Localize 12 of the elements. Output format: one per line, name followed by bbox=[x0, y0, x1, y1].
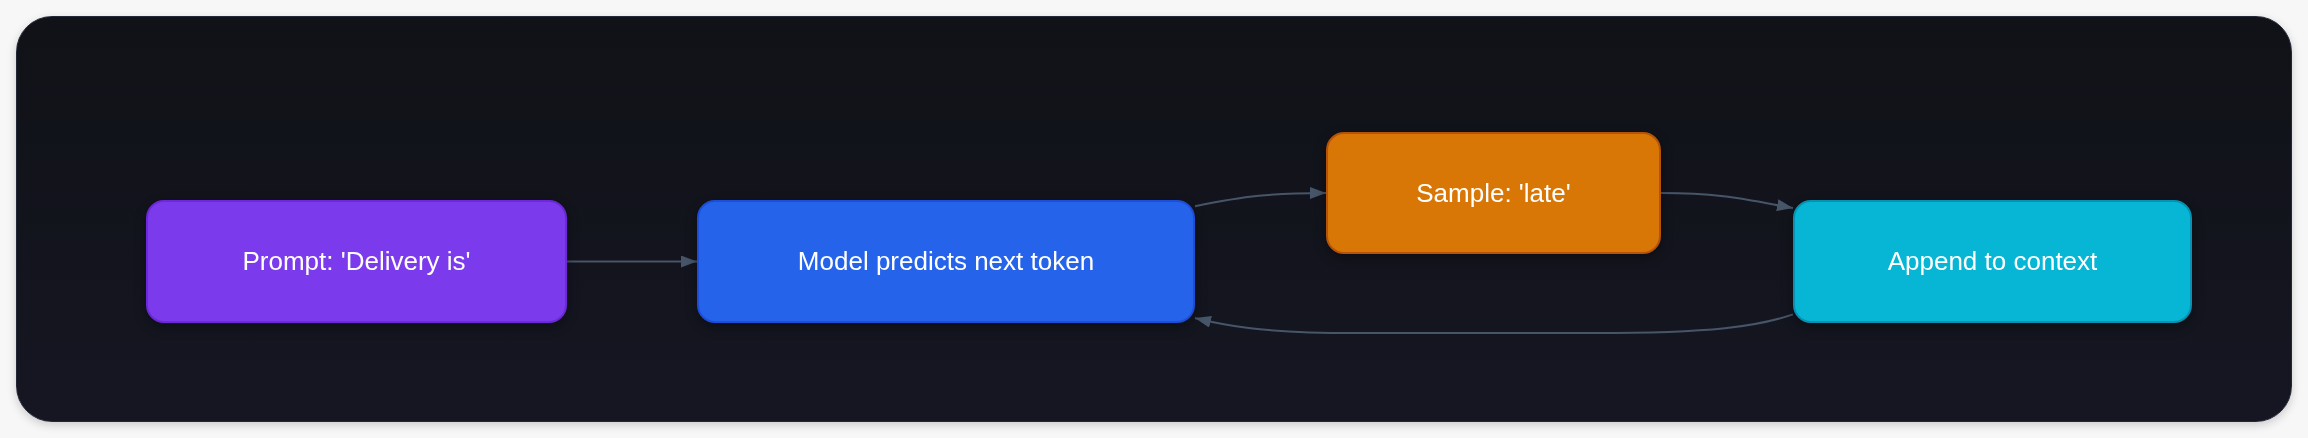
node-label: Model predicts next token bbox=[797, 246, 1095, 277]
arrow bbox=[1194, 313, 1794, 335]
arrow bbox=[566, 255, 698, 268]
arrow bbox=[1194, 187, 1327, 208]
process-box bbox=[146, 200, 567, 323]
process-box bbox=[697, 200, 1195, 323]
node-label: Append to context bbox=[1887, 246, 2098, 277]
process-box bbox=[1793, 200, 2192, 323]
process-box bbox=[1326, 132, 1661, 254]
arrow bbox=[1660, 192, 1794, 212]
node-label: Prompt: 'Delivery is' bbox=[242, 246, 471, 277]
node-label: Sample: 'late' bbox=[1416, 177, 1571, 209]
